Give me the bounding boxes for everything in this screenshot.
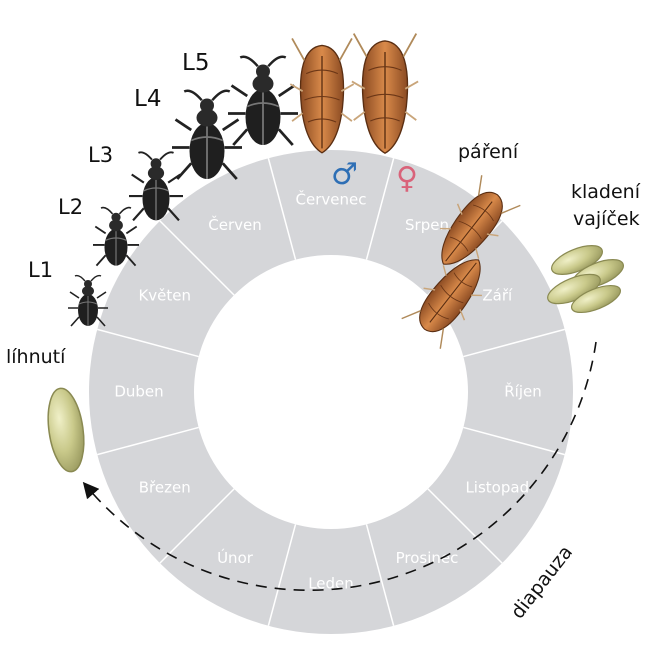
month-label: Červen: [208, 215, 261, 234]
month-ring: LedenÚnorBřezenDubenKvětenČervenČervenec…: [89, 150, 573, 634]
stage-label-l2: L2: [58, 195, 83, 219]
egg-laying-label-line2: vajíček: [573, 208, 640, 230]
stage-label-l4: L4: [134, 86, 161, 112]
egg-icon: [43, 386, 88, 474]
male-symbol: ♂: [331, 157, 358, 192]
month-label: Květen: [138, 287, 191, 305]
egg-laying-label-line1: kladení: [571, 181, 641, 203]
month-label: Září: [482, 287, 513, 305]
adult-insect-icon: [352, 34, 418, 154]
larva-icon: [228, 57, 298, 145]
month-label: Listopad: [465, 479, 529, 497]
stage-label-l1: L1: [28, 258, 53, 282]
diapause-label: diapauza: [507, 541, 578, 623]
month-label: Únor: [217, 548, 254, 567]
stage-label-l3: L3: [88, 143, 113, 167]
larva-l3: L3: [88, 143, 183, 220]
month-label: Srpen: [405, 216, 449, 234]
stage-label-l5: L5: [182, 50, 209, 76]
larva-l2: L2: [58, 195, 139, 266]
month-label: Prosinec: [396, 549, 459, 567]
month-label: Červenec: [296, 190, 367, 209]
larva-icon: [172, 91, 242, 179]
mating-label: páření: [458, 141, 519, 163]
month-label: Březen: [139, 479, 191, 497]
month-label: Říjen: [504, 382, 542, 401]
hatching-label: líhnutí: [6, 346, 66, 368]
female-symbol: ♀: [396, 161, 418, 196]
adult-insect-icon: [290, 38, 353, 152]
month-label: Duben: [114, 383, 163, 401]
larva-l1: L1: [28, 258, 108, 326]
larva-l4: L4: [134, 86, 242, 179]
